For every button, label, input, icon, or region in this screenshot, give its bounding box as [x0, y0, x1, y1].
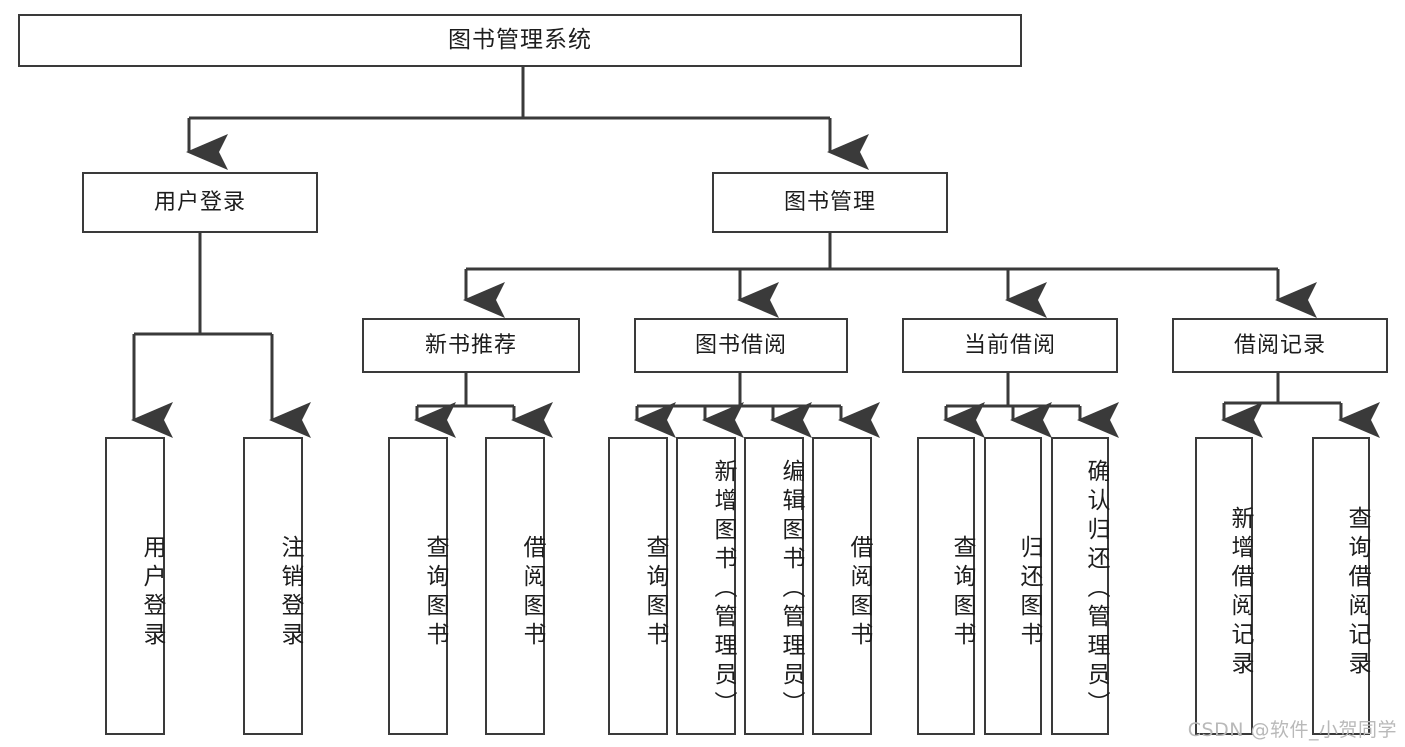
leaf-current-borrow-confirm-return-admin[interactable]: 确认归还（管理员）: [1051, 437, 1109, 735]
leaf-book-borrow-edit-book-admin[interactable]: 编辑图书（管理员）: [744, 437, 804, 735]
leaf-borrow-record-query-record[interactable]: 查询借阅记录: [1312, 437, 1370, 735]
node-user-login[interactable]: 用户登录: [82, 172, 318, 233]
node-book-management[interactable]: 图书管理: [712, 172, 948, 233]
leaf-book-borrow-borrow-book[interactable]: 借阅图书: [812, 437, 872, 735]
leaf-user-login-login[interactable]: 用户登录: [105, 437, 165, 735]
node-root-system[interactable]: 图书管理系统: [18, 14, 1022, 67]
csdn-watermark: CSDN @软件_小贺同学: [1187, 719, 1397, 741]
leaf-new-book-query-book[interactable]: 查询图书: [388, 437, 448, 735]
leaf-new-book-borrow-book[interactable]: 借阅图书: [485, 437, 545, 735]
node-borrow-record[interactable]: 借阅记录: [1172, 318, 1388, 373]
node-book-borrow[interactable]: 图书借阅: [634, 318, 848, 373]
leaf-book-borrow-query-book[interactable]: 查询图书: [608, 437, 668, 735]
leaf-current-borrow-return-book[interactable]: 归还图书: [984, 437, 1042, 735]
leaf-borrow-record-add-record[interactable]: 新增借阅记录: [1195, 437, 1253, 735]
leaf-book-borrow-add-book-admin[interactable]: 新增图书（管理员）: [676, 437, 736, 735]
node-current-borrow[interactable]: 当前借阅: [902, 318, 1118, 373]
leaf-user-login-logout[interactable]: 注销登录: [243, 437, 303, 735]
node-new-book-recommend[interactable]: 新书推荐: [362, 318, 580, 373]
leaf-current-borrow-query-book[interactable]: 查询图书: [917, 437, 975, 735]
